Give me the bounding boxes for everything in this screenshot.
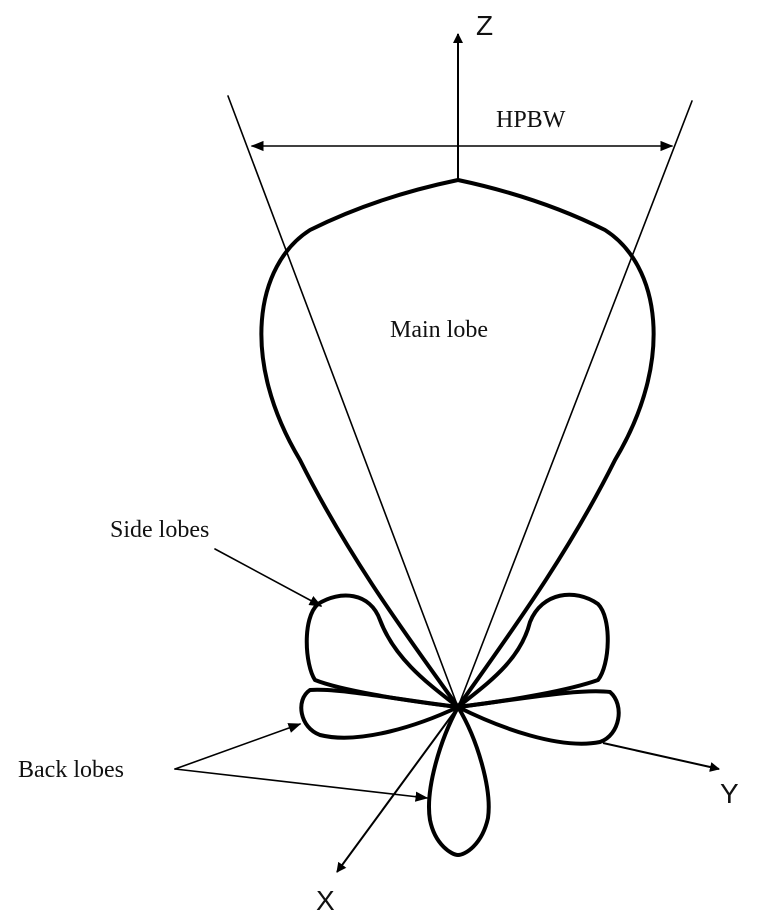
z-axis-label: Z	[476, 10, 493, 41]
back-lobes-pointer-upper	[174, 723, 302, 770]
side-lobes-label: Side lobes	[110, 517, 209, 543]
x-axis-line	[336, 706, 459, 873]
x-axis-label: X	[316, 885, 335, 916]
hpbw-label: HPBW	[496, 107, 566, 133]
y-axis-label: Y	[720, 778, 739, 809]
side-lobe-right	[456, 592, 610, 709]
main-lobe	[259, 178, 656, 709]
back-lobe-left	[299, 687, 460, 740]
back-lobes-label: Back lobes	[18, 757, 124, 783]
y-axis-line	[602, 742, 720, 772]
back-lobes-pointer-lower	[174, 768, 429, 802]
back-lobe-right	[456, 689, 621, 746]
main-lobe-label: Main lobe	[390, 317, 488, 343]
hpbw-left-boundary	[227, 95, 459, 708]
back-lobe-bottom	[427, 705, 491, 857]
side-lobes-pointer	[214, 548, 323, 607]
hpbw-right-boundary	[457, 100, 693, 708]
